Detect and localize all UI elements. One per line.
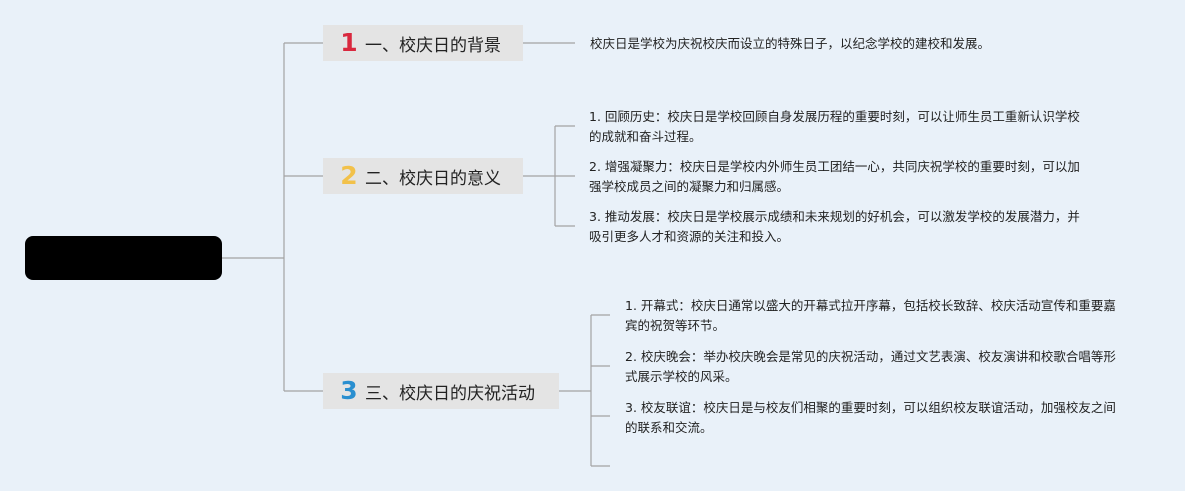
number-3-icon: 3 xyxy=(340,376,358,405)
root-node[interactable] xyxy=(25,236,222,280)
branch-title: 一、校庆日的背景 xyxy=(365,35,501,56)
branch-node-background[interactable]: 1 一、校庆日的背景 xyxy=(323,25,523,61)
branch-title: 三、校庆日的庆祝活动 xyxy=(365,383,535,404)
branch-node-activities[interactable]: 3 三、校庆日的庆祝活动 xyxy=(323,373,559,409)
leaf-node[interactable]: 3. 推动发展：校庆日是学校展示成绩和未来规划的好机会，可以激发学校的发展潜力，… xyxy=(589,209,1080,244)
leaf-node[interactable]: 1. 回顾历史：校庆日是学校回顾自身发展历程的重要时刻，可以让师生员工重新认识学… xyxy=(589,109,1080,144)
leaf-node[interactable]: 校庆日是学校为庆祝校庆而设立的特殊日子，以纪念学校的建校和发展。 xyxy=(590,36,991,51)
leaf-node[interactable]: 2. 增强凝聚力：校庆日是学校内外师生员工团结一心，共同庆祝学校的重要时刻，可以… xyxy=(589,159,1080,194)
branch-title: 二、校庆日的意义 xyxy=(365,168,501,189)
number-1-icon: 1 xyxy=(340,28,358,57)
leaf-node[interactable]: 3. 校友联谊：校庆日是与校友们相聚的重要时刻，可以组织校友联谊活动，加强校友之… xyxy=(625,400,1116,435)
branch-node-significance[interactable]: 2 二、校庆日的意义 xyxy=(323,158,523,194)
leaf-node[interactable]: 2. 校庆晚会：举办校庆晚会是常见的庆祝活动，通过文艺表演、校友演讲和校歌合唱等… xyxy=(625,349,1116,384)
leaf-node[interactable]: 1. 开幕式：校庆日通常以盛大的开幕式拉开序幕，包括校长致辞、校庆活动宣传和重要… xyxy=(625,298,1116,333)
number-2-icon: 2 xyxy=(340,161,358,190)
